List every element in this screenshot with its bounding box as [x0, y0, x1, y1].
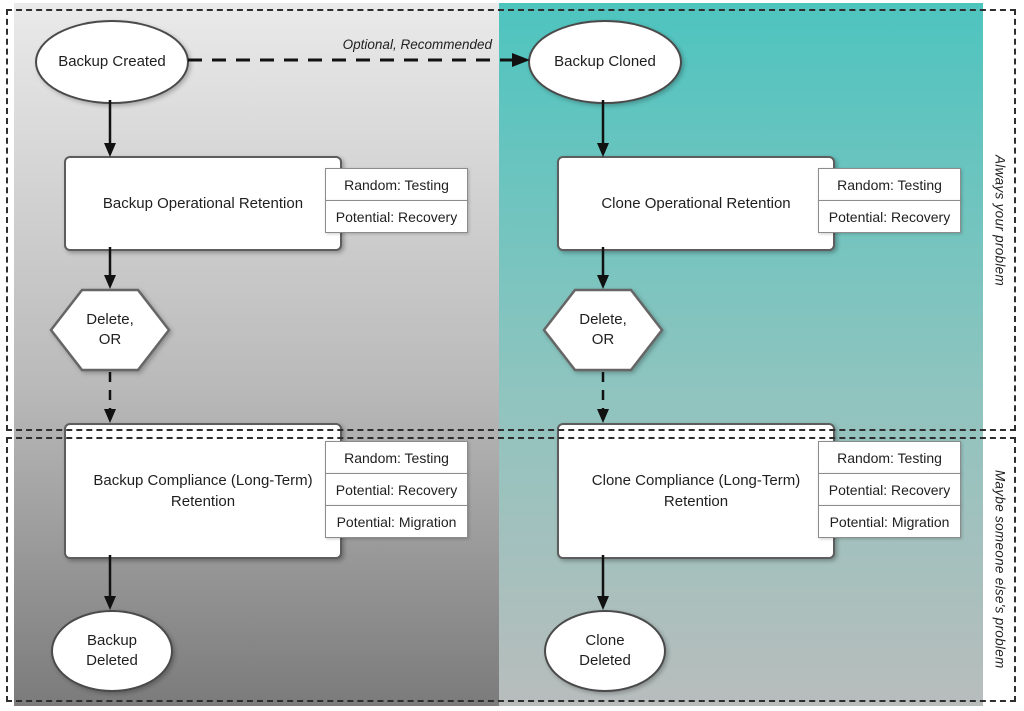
- clone-compliance-retention-node: Clone Compliance (Long-Term) Retention: [557, 423, 835, 559]
- backup-compliance-line2: Retention: [170, 493, 236, 510]
- tag-random-testing: Random: Testing: [818, 168, 961, 201]
- clone-decision-label: Delete, OR: [579, 311, 627, 348]
- tag-random-testing: Random: Testing: [325, 441, 468, 474]
- hexagon-shape: [49, 288, 171, 372]
- backup-created-label: Backup Created: [58, 53, 166, 70]
- tag-random-testing: Random: Testing: [818, 441, 961, 474]
- backup-operational-retention-label: Backup Operational Retention: [102, 195, 304, 212]
- backup-delete-or-decision-node: Delete, OR: [49, 288, 171, 372]
- tag-potential-migration: Potential: Migration: [818, 505, 961, 538]
- backup-cloned-node: Backup Cloned: [528, 20, 682, 104]
- backup-cloned-label: Backup Cloned: [554, 53, 656, 70]
- clone-operational-retention-node: Clone Operational Retention: [557, 156, 835, 251]
- tag-potential-recovery: Potential: Recovery: [325, 473, 468, 506]
- clone-compliance-line2: Retention: [663, 493, 729, 510]
- tag-random-testing: Random: Testing: [325, 168, 468, 201]
- backup-decision-label: Delete, OR: [86, 311, 134, 348]
- tag-potential-recovery: Potential: Recovery: [325, 200, 468, 233]
- optional-recommended-label: Optional, Recommended: [342, 37, 492, 52]
- clone-operational-retention-label: Clone Operational Retention: [601, 195, 791, 212]
- clone-deleted-node: Clone Deleted: [544, 610, 666, 692]
- backup-compliance-tags: Random: Testing Potential: Recovery Pote…: [325, 441, 468, 538]
- hexagon-shape: [542, 288, 664, 372]
- region-label-maybe-someone-elses-problem: Maybe someone else's problem: [992, 470, 1008, 669]
- backup-created-node: Backup Created: [35, 20, 189, 104]
- tag-potential-migration: Potential: Migration: [325, 505, 468, 538]
- backup-deleted-node: Backup Deleted: [51, 610, 173, 692]
- backup-compliance-line1: Backup Compliance (Long-Term): [93, 472, 313, 489]
- clone-compliance-tags: Random: Testing Potential: Recovery Pote…: [818, 441, 961, 538]
- clone-compliance-line1: Clone Compliance (Long-Term): [591, 472, 801, 489]
- region-label-always-your-problem: Always your problem: [992, 154, 1008, 286]
- tag-potential-recovery: Potential: Recovery: [818, 200, 961, 233]
- backup-compliance-retention-node: Backup Compliance (Long-Term) Retention: [64, 423, 342, 559]
- backup-operational-tags: Random: Testing Potential: Recovery: [325, 168, 468, 233]
- clone-operational-tags: Random: Testing Potential: Recovery: [818, 168, 961, 233]
- clone-delete-or-decision-node: Delete, OR: [542, 288, 664, 372]
- backup-operational-retention-node: Backup Operational Retention: [64, 156, 342, 251]
- tag-potential-recovery: Potential: Recovery: [818, 473, 961, 506]
